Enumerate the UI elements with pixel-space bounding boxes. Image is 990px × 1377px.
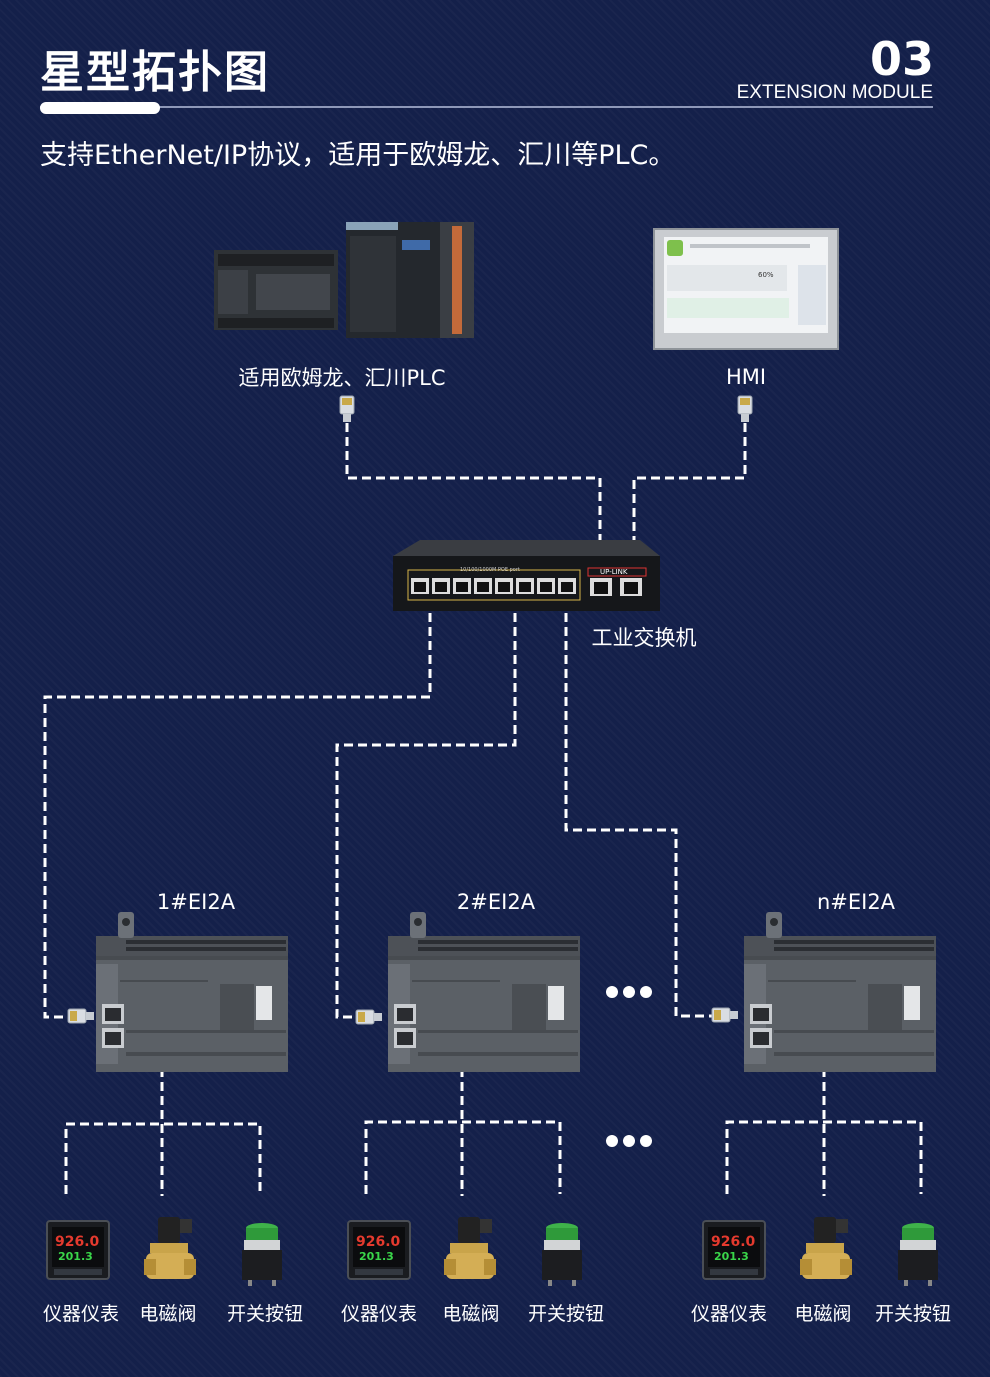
meter-pv-1: 926.0 — [55, 1234, 100, 1250]
valve-image-3 — [800, 1217, 852, 1279]
ei2a-module-1-image — [96, 912, 288, 1072]
rj45-plug-module-2 — [355, 1009, 383, 1025]
button-label-3: 开关按钮 — [874, 1303, 951, 1325]
link-plc-switch — [345, 423, 602, 580]
valve-label-2: 电磁阀 — [442, 1303, 500, 1325]
title-underline-accent — [40, 102, 160, 114]
meter-sv-3: 201.3 — [714, 1250, 749, 1263]
hmi-panel-image — [653, 228, 839, 350]
rj45-plug-plc — [339, 395, 355, 423]
meter-label-1: 仪器仪表 — [42, 1303, 119, 1325]
button-label-1: 开关按钮 — [226, 1303, 303, 1325]
link-hmi-switch — [632, 423, 747, 580]
page-title: 星型拓扑图 — [40, 47, 270, 98]
meter-pv-3: 926.0 — [711, 1234, 756, 1250]
section-number: 03 — [869, 32, 934, 86]
link-switch-module-1 — [43, 585, 432, 1019]
hmi-percent: 60% — [758, 271, 774, 279]
button-image-3 — [898, 1223, 938, 1286]
valve-label-1: 电磁阀 — [139, 1303, 197, 1325]
button-label-2: 开关按钮 — [527, 1303, 604, 1325]
ellipsis-devices — [606, 1135, 652, 1147]
ei2a-module-2-image — [388, 912, 580, 1072]
meter-sv-2: 201.3 — [359, 1250, 394, 1263]
switch-label: 工业交换机 — [591, 626, 697, 650]
rj45-plug-module-1 — [67, 1008, 95, 1024]
ei2a-module-n-image — [744, 912, 936, 1072]
valve-label-3: 电磁阀 — [794, 1303, 852, 1325]
meter-label-3: 仪器仪表 — [690, 1303, 767, 1325]
meter-pv-2: 926.0 — [356, 1234, 401, 1250]
ellipsis-modules — [606, 986, 652, 998]
io-links — [64, 1068, 923, 1196]
meter-sv-1: 201.3 — [58, 1250, 93, 1263]
title-underline — [40, 106, 933, 108]
module-label-n: n#EI2A — [816, 890, 896, 914]
link-switch-module-n — [564, 585, 712, 1018]
button-image-2 — [542, 1223, 582, 1286]
industrial-switch-image — [393, 540, 660, 611]
rj45-plug-module-n — [711, 1007, 739, 1023]
module-label-1: 1#EI2A — [156, 890, 236, 914]
switch-uplink-text: UP-LINK — [600, 568, 628, 576]
plc-inovance-image — [346, 222, 474, 338]
plc-label: 适用欧姆龙、汇川PLC — [238, 366, 446, 390]
rj45-plug-hmi — [737, 395, 753, 423]
button-image-1 — [242, 1223, 282, 1286]
switch-port-text: 10/100/1000M POE port — [460, 567, 520, 573]
valve-image-2 — [444, 1217, 496, 1279]
hmi-label: HMI — [725, 365, 767, 389]
valve-image-1 — [144, 1217, 196, 1279]
module-label-2: 2#EI2A — [456, 890, 536, 914]
meter-label-2: 仪器仪表 — [340, 1303, 417, 1325]
link-switch-module-2 — [335, 585, 517, 1019]
plc-omron-image — [214, 250, 338, 330]
network-links — [43, 423, 747, 1019]
protocol-description: 支持EtherNet/IP协议，适用于欧姆龙、汇川等PLC。 — [40, 140, 676, 171]
section-subtitle: EXTENSION MODULE — [736, 82, 933, 103]
